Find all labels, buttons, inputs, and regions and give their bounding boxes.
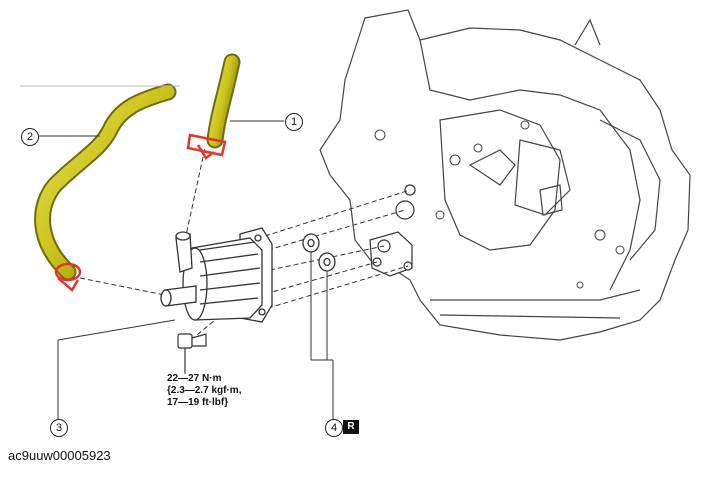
- callout-3: 3: [50, 419, 68, 437]
- torque-line-2: {2.3—2.7 kgf·m,: [167, 385, 242, 396]
- callout-4: 4: [325, 419, 343, 437]
- hose-1: [206, 53, 241, 149]
- hose-clamp-lower: [54, 262, 82, 292]
- hose-clamp-upper: [186, 133, 227, 160]
- washers: [302, 233, 336, 272]
- torque-line-3: 17—19 ft·lbf}: [167, 397, 229, 408]
- housing-bolt-bosses: [374, 120, 625, 289]
- leader-lines: [38, 120, 334, 420]
- oil-cooler: [160, 227, 273, 323]
- transmission-housing: [319, 9, 691, 341]
- torque-specification: 22—27 N·m {2.3—2.7 kgf·m, 17—19 ft·lbf}: [167, 373, 241, 409]
- callout-2: 2: [21, 128, 39, 146]
- mounting-bolt: [177, 333, 207, 372]
- image-code: ac9uuw00005923: [8, 448, 111, 463]
- replace-part-badge: R: [343, 420, 359, 434]
- callout-1: 1: [285, 113, 303, 131]
- torque-line-1: 22—27 N·m: [167, 373, 222, 384]
- hose-2: [34, 83, 177, 281]
